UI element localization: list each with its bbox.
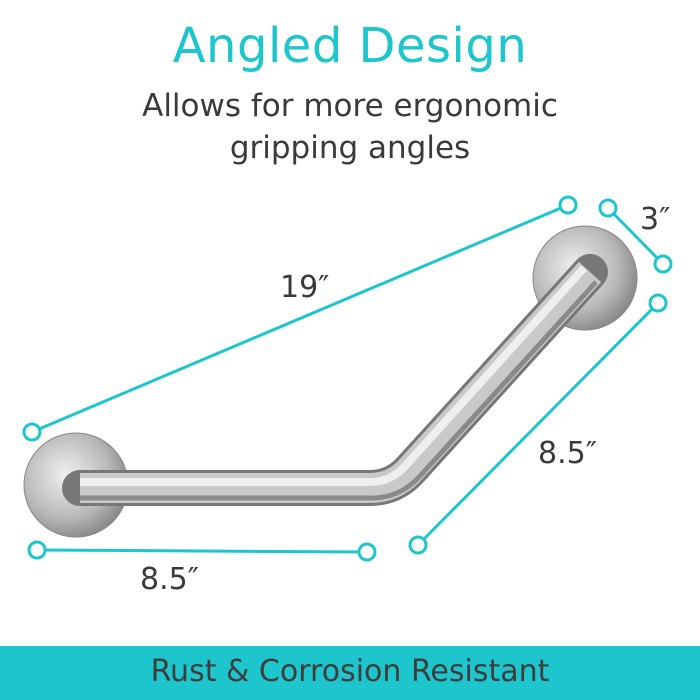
dim-line-angled <box>416 301 660 547</box>
dim-line-flange <box>606 206 665 266</box>
label-straight-length: 8.5″ <box>140 562 199 597</box>
subtitle-line-2: gripping angles <box>229 130 471 166</box>
dim-line-straight <box>36 548 368 554</box>
page-title: Angled Design <box>172 18 528 74</box>
label-flange-size: 3″ <box>640 202 671 237</box>
feature-banner: Rust & Corrosion Resistant <box>0 646 700 700</box>
label-overall-length: 19″ <box>280 270 330 305</box>
dimension-lines <box>22 195 673 562</box>
subtitle-line-1: Allows for more ergonomic <box>142 88 558 124</box>
grab-bar <box>23 225 638 538</box>
dim-line-overall <box>31 203 569 434</box>
label-angled-length: 8.5″ <box>538 436 597 471</box>
